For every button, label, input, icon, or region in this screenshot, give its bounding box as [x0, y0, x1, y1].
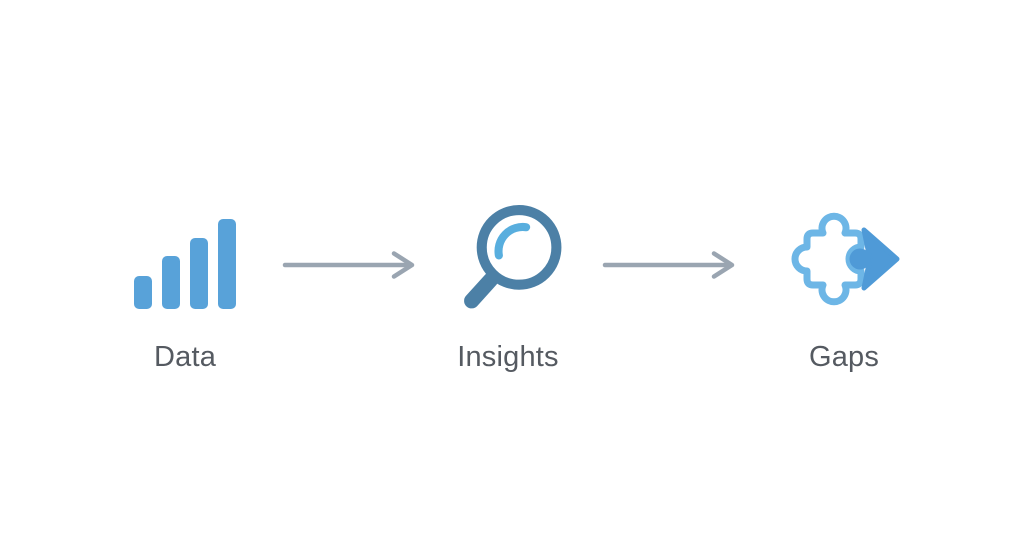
gap-arrow	[861, 227, 900, 291]
bar-3	[190, 238, 208, 309]
arrow-right-icon	[281, 250, 431, 280]
bar-chart-icon	[133, 219, 237, 309]
gap-arrow-neck	[860, 252, 870, 266]
magnifier-handle	[464, 272, 499, 309]
step-label-insights: Insights	[457, 341, 559, 373]
lens-highlight-arc	[494, 222, 531, 260]
step-label-data: Data	[153, 341, 217, 373]
bar-1	[134, 276, 152, 309]
arrow-right-icon	[601, 250, 751, 280]
step-label-gaps: Gaps	[808, 341, 880, 373]
magnifier-icon	[460, 203, 564, 316]
bar-4	[218, 219, 236, 309]
magnifier-lens	[476, 205, 562, 290]
bar-2	[162, 256, 180, 309]
puzzle-piece-outline	[791, 212, 865, 306]
puzzle-arrow-icon	[781, 204, 901, 314]
